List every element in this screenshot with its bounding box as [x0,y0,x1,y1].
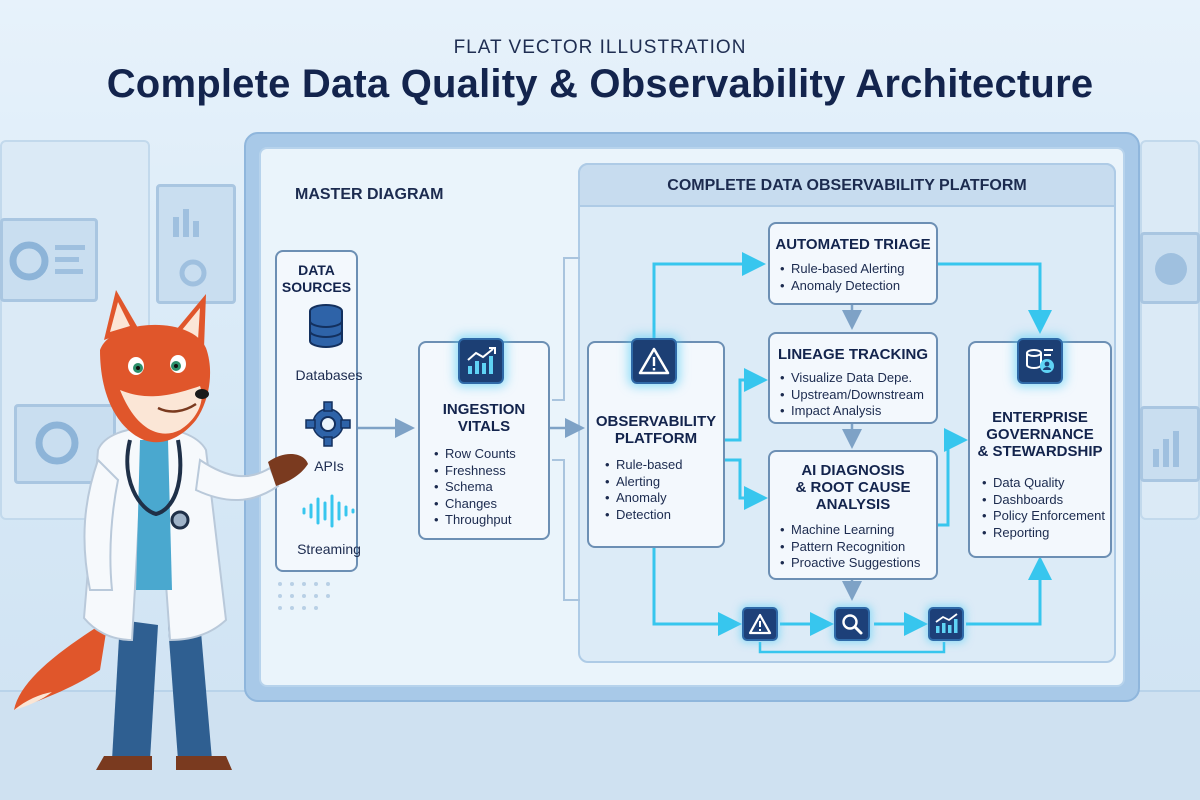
background-monitor-center [156,184,236,304]
flow-observability-to-ai [725,458,768,510]
databases-label: Databases [295,367,363,383]
ai-diagnosis-list: Machine Learning Pattern Recognition Pro… [780,522,920,572]
automated-triage-title: AUTOMATED TRIAGE [775,236,931,253]
trending-chart-icon [458,338,504,384]
warning-icon [631,338,677,384]
bar-chart-icon [928,607,964,641]
flow-ai-to-governance [938,428,968,527]
background-monitor-left [0,218,98,302]
flow-observability-to-triage [652,252,766,340]
observability-platform-title: OBSERVABILITY PLATFORM [595,413,717,447]
ingestion-vitals-title: INGESTION VITALS [442,401,526,435]
list-item: Anomaly Detection [780,278,904,295]
lineage-tracking-title: LINEAGE TRACKING [778,346,928,363]
magnifier-icon [834,607,870,641]
list-item: Proactive Suggestions [780,555,920,572]
lineage-tracking-list: Visualize Data Depe. Upstream/Downstream… [780,370,924,420]
background-monitor-right-lower [1140,406,1200,482]
ingestion-vitals-card: INGESTION VITALS Row Counts Freshness Sc… [418,341,550,540]
flow-bottom-return-line [758,642,946,654]
fox-doctor-mascot [14,290,308,770]
warning-icon [742,607,778,641]
enterprise-governance-card: ENTERPRISE GOVERNANCE & STEWARDSHIP Data… [968,341,1112,558]
list-item: Row Counts [434,446,516,463]
database-icon [309,304,343,348]
flow-bottom-chart-to-governance [966,556,1052,626]
list-item: Data Quality [982,475,1105,492]
list-item: Upstream/Downstream [780,387,924,404]
board-dot-pattern [278,582,330,610]
lineage-tracking-card: LINEAGE TRACKING Visualize Data Depe. Up… [768,332,938,424]
apis-label: APIs [314,458,344,474]
subtitle-kicker: FLAT VECTOR ILLUSTRATION [453,37,747,58]
flow-observability-to-lineage [725,368,768,442]
connector-bracket-top [552,257,580,401]
page-title: Complete Data Quality & Observability Ar… [106,62,1094,106]
list-item: Machine Learning [780,522,920,539]
governance-icon [1017,338,1063,384]
waveform-icon [302,494,355,528]
list-item: Freshness [434,463,516,480]
automated-triage-card: AUTOMATED TRIAGE Rule-based Alerting Ano… [768,222,938,305]
list-item: Schema [434,479,516,496]
flow-triage-to-governance [938,262,1052,334]
background-monitor-right [1140,232,1200,304]
list-item: Rule-based [605,457,683,474]
master-diagram-label: MASTER DIAGRAM [295,186,444,203]
list-item: Anomaly [605,490,683,507]
list-item: Throughput [434,512,516,529]
list-item: Visualize Data Depe. [780,370,924,387]
ingestion-vitals-list: Row Counts Freshness Schema Changes Thro… [434,446,516,529]
flow-observability-to-bottom-loop [652,548,742,636]
list-item: Impact Analysis [780,403,924,420]
data-sources-title: DATA SOURCES [281,262,352,295]
platform-region-header: COMPLETE DATA OBSERVABILITY PLATFORM [578,163,1116,207]
observability-platform-list: Rule-based Alerting Anomaly Detection [605,457,683,523]
list-item: Detection [605,507,683,524]
automated-triage-list: Rule-based Alerting Anomaly Detection [780,261,904,294]
list-item: Reporting [982,525,1105,542]
list-item: Changes [434,496,516,513]
connector-bracket-bottom [552,459,580,601]
list-item: Policy Enforcement [982,508,1105,525]
ai-diagnosis-card: AI DIAGNOSIS & ROOT CAUSE ANALYSIS Machi… [768,450,938,580]
list-item: Pattern Recognition [780,539,920,556]
list-item: Rule-based Alerting [780,261,904,278]
streaming-label: Streaming [297,541,361,557]
ai-diagnosis-title: AI DIAGNOSIS & ROOT CAUSE ANALYSIS [795,462,911,513]
list-item: Alerting [605,474,683,491]
enterprise-governance-list: Data Quality Dashboards Policy Enforceme… [982,475,1105,541]
gear-icon [305,401,351,447]
enterprise-governance-title: ENTERPRISE GOVERNANCE & STEWARDSHIP [977,409,1103,460]
list-item: Dashboards [982,492,1105,509]
